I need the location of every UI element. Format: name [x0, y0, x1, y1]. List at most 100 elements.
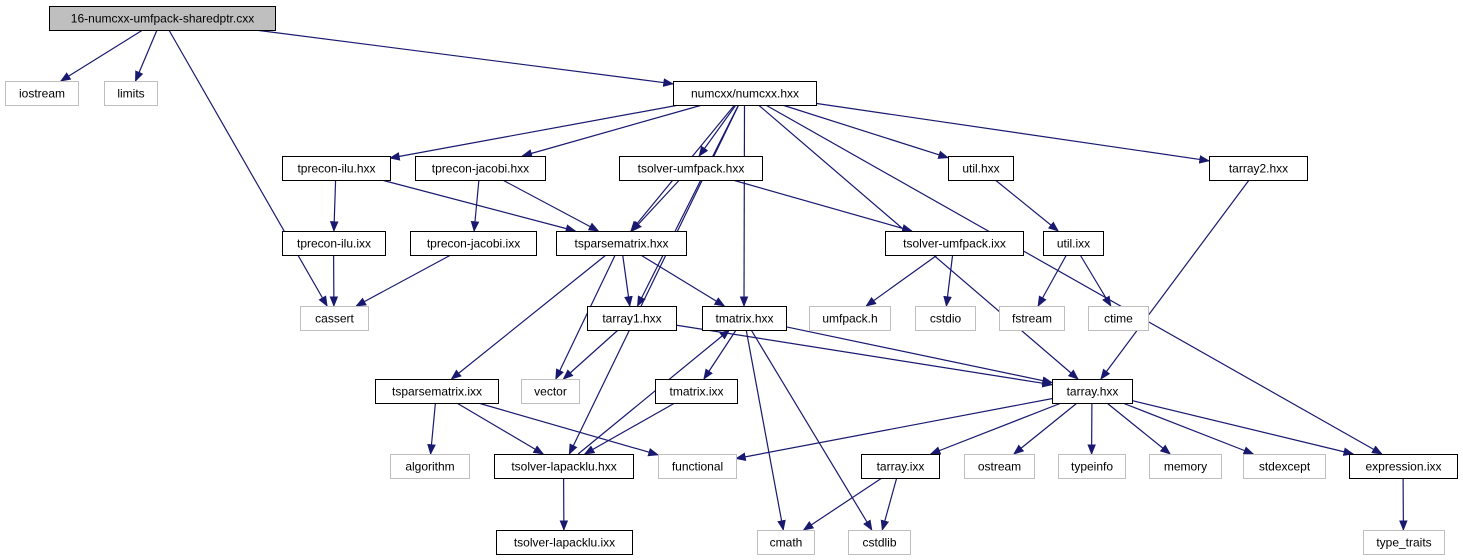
edge-root-to-iostream — [59, 29, 144, 82]
node-label: tsolver-lapacklu.hxx — [511, 460, 616, 474]
node-box — [999, 306, 1065, 331]
node-label: cstdlib — [862, 536, 896, 550]
node-label: type_traits — [1376, 536, 1431, 550]
edge-tsolver_lapacklu_hxx-to-tmatrix_hxx — [577, 329, 731, 455]
edge-tarray_ixx-to-cstdlib — [880, 477, 898, 532]
node-box — [702, 306, 787, 331]
node-box — [375, 379, 499, 404]
node-util-ixx[interactable]: util.ixx — [1043, 231, 1104, 256]
node-tmatrix-hxx[interactable]: tmatrix.hxx — [702, 306, 787, 331]
node-label: tprecon-ilu.ixx — [297, 237, 371, 251]
edge-tarray_hxx-to-stdexcept — [1122, 402, 1255, 455]
edge-numcxx-to-util_hxx — [782, 104, 950, 159]
edge-numcxx-to-tsolver_umfpack_hxx — [698, 104, 737, 157]
node-box — [587, 306, 677, 331]
node-tprecon-ilu-ixx[interactable]: tprecon-ilu.ixx — [282, 231, 386, 256]
node-box — [104, 81, 158, 106]
node-tsparsematrix-hxx[interactable]: tsparsematrix.hxx — [556, 231, 687, 256]
node-label: tsparsematrix.ixx — [392, 385, 482, 399]
node-stdexcept: stdexcept — [1243, 454, 1326, 479]
node-box — [300, 306, 369, 331]
edge-tarray_hxx-to-ostream — [1013, 402, 1078, 455]
edge-tarray1_hxx-to-vector — [562, 329, 619, 380]
node-tarray-ixx[interactable]: tarray.ixx — [861, 454, 940, 479]
node-box — [658, 454, 737, 479]
node-vector: vector — [521, 379, 580, 404]
node-tprecon-jacobi-ixx[interactable]: tprecon-jacobi.ixx — [410, 231, 537, 256]
node-tprecon-jacobi-hxx[interactable]: tprecon-jacobi.hxx — [415, 156, 546, 181]
edge-tarray_hxx-to-tarray_ixx — [929, 402, 1062, 455]
node-box — [1052, 379, 1133, 404]
edge-tsparsematrix_ixx-to-functional — [478, 402, 660, 457]
node-label: algorithm — [405, 460, 454, 474]
node-tsolver-lapacklu-ixx[interactable]: tsolver-lapacklu.ixx — [496, 530, 633, 555]
node-box — [757, 530, 815, 555]
node-util-hxx[interactable]: util.hxx — [948, 156, 1014, 181]
edge-tarray_hxx-to-expression_ixx — [1131, 400, 1355, 456]
edge-numcxx-to-tprecon_jacobi_hxx — [521, 104, 703, 158]
node-box — [415, 156, 546, 181]
edge-tsparsematrix_hxx-to-vector — [555, 254, 616, 380]
node-ostream: ostream — [964, 454, 1035, 479]
node-label: functional — [672, 460, 723, 474]
edge-tsparsematrix_ixx-to-algorithm — [427, 402, 436, 456]
node-label: typeinfo — [1071, 460, 1113, 474]
node-root[interactable]: 16-numcxx-umfpack-sharedptr.cxx — [49, 6, 276, 31]
node-box — [5, 81, 79, 106]
node-tsolver-umfpack-hxx[interactable]: tsolver-umfpack.hxx — [619, 156, 763, 181]
edge-tsparsematrix_ixx-to-tsolver_lapacklu_hxx — [456, 402, 545, 455]
edge-tprecon_jacobi_ixx-to-cassert — [355, 254, 452, 307]
node-tarray2-hxx[interactable]: tarray2.hxx — [1209, 156, 1308, 181]
node-label: tarray.hxx — [1067, 385, 1119, 399]
node-label: ctime — [1104, 312, 1133, 326]
node-box — [1349, 454, 1458, 479]
node-functional: functional — [658, 454, 737, 479]
node-box — [1363, 530, 1445, 555]
node-label: tprecon-jacobi.hxx — [432, 162, 529, 176]
node-label: tsparsematrix.hxx — [574, 237, 668, 251]
node-label: numcxx/numcxx.hxx — [691, 87, 799, 101]
node-label: util.hxx — [962, 162, 999, 176]
node-numcxx[interactable]: numcxx/numcxx.hxx — [673, 81, 817, 106]
node-box — [948, 156, 1014, 181]
node-tsolver-lapacklu-hxx[interactable]: tsolver-lapacklu.hxx — [494, 454, 634, 479]
node-label: memory — [1164, 460, 1207, 474]
node-label: 16-numcxx-umfpack-sharedptr.cxx — [71, 12, 254, 26]
edge-util_ixx-to-fstream — [1037, 254, 1067, 307]
node-box — [496, 530, 633, 555]
edge-tprecon_ilu_hxx-to-tprecon_ilu_ixx — [329, 179, 339, 233]
node-tsolver-umfpack-ixx[interactable]: tsolver-umfpack.ixx — [885, 231, 1024, 256]
node-tprecon-ilu-hxx[interactable]: tprecon-ilu.hxx — [282, 156, 391, 181]
node-label: tarray.ixx — [877, 460, 925, 474]
edge-numcxx-to-tarray2_hxx — [815, 102, 1211, 164]
node-tmatrix-ixx[interactable]: tmatrix.ixx — [655, 379, 738, 404]
node-tsparsematrix-ixx[interactable]: tsparsematrix.ixx — [375, 379, 499, 404]
node-tarray1-hxx[interactable]: tarray1.hxx — [587, 306, 677, 331]
node-algorithm: algorithm — [390, 454, 470, 479]
node-box — [390, 454, 470, 479]
edge-tmatrix_hxx-to-tarray_hxx — [785, 326, 1054, 385]
node-box — [915, 306, 976, 331]
node-label: umfpack.h — [822, 312, 877, 326]
node-box — [494, 454, 634, 479]
node-box — [673, 81, 817, 106]
edge-tarray2_hxx-to-tarray_hxx — [1100, 179, 1250, 380]
node-label: iostream — [19, 87, 65, 101]
edge-tprecon_ilu_hxx-to-tsparsematrix_hxx — [381, 179, 577, 233]
node-box — [809, 306, 891, 331]
node-box — [49, 6, 276, 31]
edge-tsolver_umfpack_hxx-to-tsolver_umfpack_ixx — [732, 179, 913, 233]
node-expression-ixx[interactable]: expression.ixx — [1349, 454, 1458, 479]
node-box — [964, 454, 1035, 479]
edge-tsparsematrix_hxx-to-tmatrix_hxx — [640, 254, 726, 307]
node-tarray-hxx[interactable]: tarray.hxx — [1052, 379, 1133, 404]
edge-tprecon_jacobi_hxx-to-tsparsematrix_hxx — [502, 179, 600, 232]
node-box — [521, 379, 580, 404]
edge-tsolver_umfpack_ixx-to-cstdio — [943, 254, 954, 308]
node-label: tarray2.hxx — [1229, 162, 1288, 176]
edge-numcxx-to-tmatrix_hxx — [739, 104, 749, 308]
node-label: vector — [534, 385, 567, 399]
node-label: cstdio — [930, 312, 962, 326]
